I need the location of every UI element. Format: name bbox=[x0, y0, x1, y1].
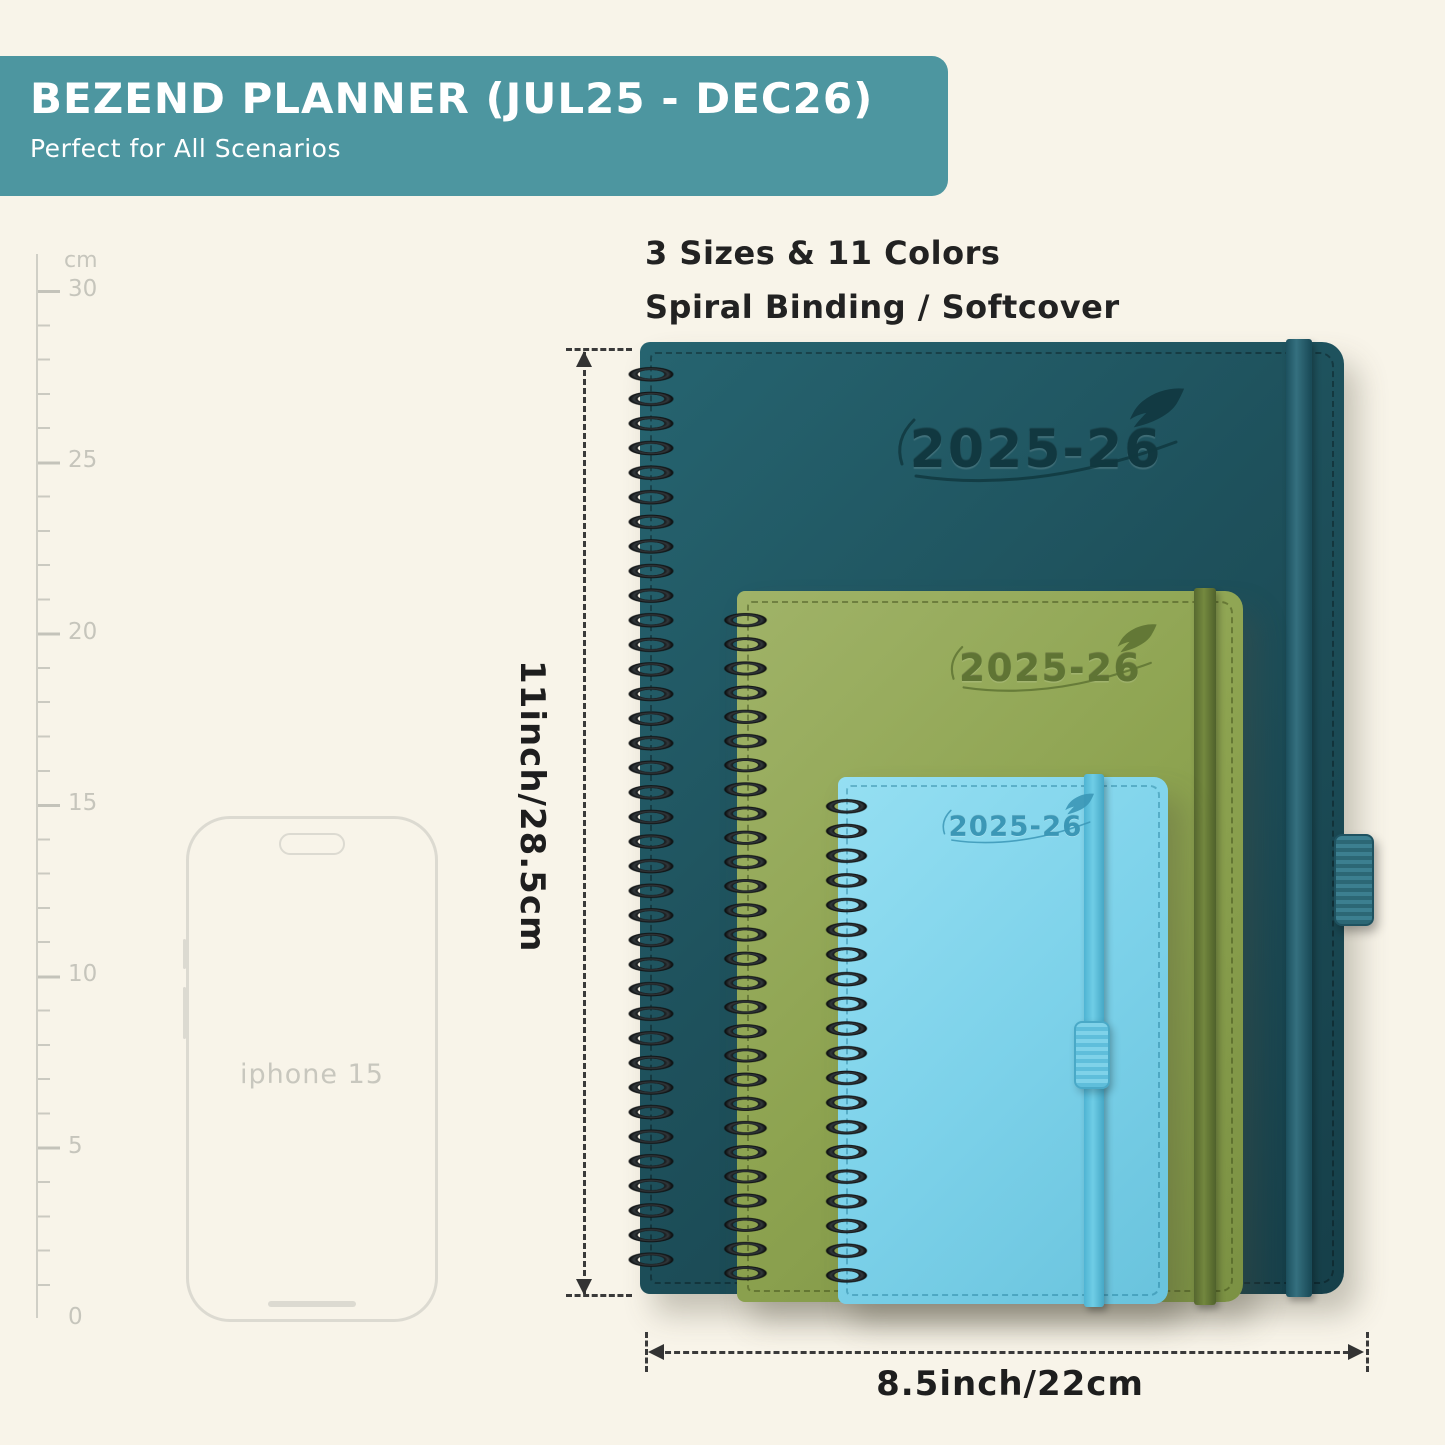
phone-side-button bbox=[183, 939, 186, 969]
phone-side-button bbox=[183, 987, 186, 1039]
height-dimension-line bbox=[583, 352, 586, 1294]
page-subtitle: Perfect for All Scenarios bbox=[30, 134, 341, 164]
height-arrow-up-icon bbox=[576, 351, 592, 367]
ruler-label-20: 20 bbox=[68, 619, 98, 645]
year-label: 2025-26 bbox=[948, 810, 1083, 843]
phone-home-indicator bbox=[268, 1301, 356, 1307]
swoosh-decoration bbox=[942, 809, 1091, 844]
iphone-outline: iphone 15 bbox=[183, 816, 438, 1322]
pen-loop bbox=[1334, 834, 1374, 926]
height-dimension-cap-top bbox=[566, 348, 632, 351]
height-dimension-label: 11inch/28.5cm bbox=[512, 660, 552, 953]
pen-loop bbox=[1074, 1021, 1110, 1089]
width-arrow-right-icon bbox=[1348, 1344, 1364, 1360]
cover-emboss: 2025-26 bbox=[936, 793, 1095, 851]
height-dimension-cap-bottom bbox=[566, 1294, 632, 1297]
ruler-label-0: 0 bbox=[68, 1304, 83, 1330]
ruler-label-5: 5 bbox=[68, 1133, 83, 1159]
ruler-label-15: 15 bbox=[68, 790, 98, 816]
ruler: cm 30 25 20 15 10 5 0 bbox=[36, 248, 130, 1330]
feather-icon bbox=[1065, 793, 1095, 815]
swoosh-decoration bbox=[898, 418, 1178, 483]
width-dimension-label: 8.5inch/22cm bbox=[876, 1364, 1144, 1404]
height-arrow-down-icon bbox=[576, 1279, 592, 1295]
stitch-border bbox=[846, 785, 1160, 1296]
feature-text: 3 Sizes & 11 Colors Spiral Binding / Sof… bbox=[645, 226, 1265, 335]
year-label: 2025-26 bbox=[909, 420, 1163, 480]
elastic-band bbox=[1194, 588, 1216, 1305]
ruler-label-10: 10 bbox=[68, 961, 98, 987]
year-label: 2025-26 bbox=[959, 647, 1141, 691]
swoosh-decoration bbox=[950, 646, 1152, 692]
width-dimension-cap-right bbox=[1366, 1332, 1369, 1372]
phone-label: iphone 15 bbox=[240, 1059, 384, 1090]
planner-small: 2025-26 bbox=[838, 774, 1168, 1307]
spiral-binding-small bbox=[819, 794, 874, 1288]
feather-icon bbox=[1129, 388, 1185, 428]
width-dimension-cap-left bbox=[645, 1332, 648, 1372]
cover-emboss: 2025-26 bbox=[886, 388, 1186, 496]
spiral-binding-large bbox=[621, 362, 681, 1274]
ruler-label-30: 30 bbox=[68, 276, 98, 302]
phone-dynamic-island bbox=[279, 833, 345, 855]
ruler-label-25: 25 bbox=[68, 447, 98, 473]
spiral-binding-medium bbox=[717, 608, 774, 1286]
feather-icon bbox=[1117, 624, 1157, 653]
page-title: BEZEND PLANNER (JUL25 - DEC26) bbox=[30, 74, 874, 123]
width-dimension-line bbox=[656, 1351, 1358, 1354]
feature-line-binding: Spiral Binding / Softcover bbox=[645, 288, 1120, 327]
title-banner: BEZEND PLANNER (JUL25 - DEC26) Perfect f… bbox=[0, 56, 948, 196]
feature-line-sizes: 3 Sizes & 11 Colors bbox=[645, 234, 1001, 272]
width-arrow-left-icon bbox=[648, 1344, 664, 1360]
ruler-unit-label: cm bbox=[64, 248, 98, 273]
elastic-band bbox=[1286, 339, 1312, 1297]
ruler-ticks: 30 25 20 15 10 5 0 bbox=[38, 276, 130, 1330]
cover-emboss: 2025-26 bbox=[942, 624, 1158, 702]
